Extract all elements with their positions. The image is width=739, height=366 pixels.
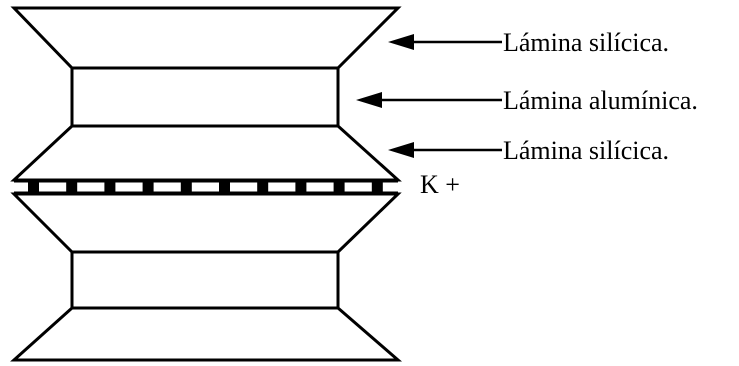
potassium-ion — [371, 181, 383, 193]
arrow-alumina — [356, 92, 502, 108]
label-bottom-silica: Lámina silícica. — [503, 136, 669, 165]
potassium-ion — [142, 181, 154, 193]
upper-lower-silica-sheet — [10, 124, 402, 182]
potassium-ion — [66, 181, 78, 193]
lower-layer-unit — [10, 192, 403, 362]
potassium-interlayer — [14, 179, 398, 195]
potassium-ion — [257, 181, 269, 193]
upper-silica-sheet — [10, 6, 402, 70]
potassium-ion — [104, 181, 116, 193]
arrow-bottom-silica — [388, 142, 502, 158]
upper-layer-unit — [10, 6, 402, 182]
lower-silica-sheet — [10, 306, 403, 362]
potassium-ion-row — [28, 181, 383, 193]
label-alumina: Lámina alumínica. — [503, 86, 698, 115]
label-potassium: K + — [420, 170, 460, 199]
potassium-ion — [180, 181, 192, 193]
upper-alumina-sheet — [70, 66, 340, 128]
potassium-ion — [28, 181, 39, 193]
potassium-ion — [333, 181, 345, 193]
potassium-ion — [295, 181, 307, 193]
arrow-top-silica — [388, 34, 502, 50]
lower-alumina-sheet — [70, 250, 340, 310]
lower-upper-silica-sheet — [10, 192, 402, 254]
label-top-silica: Lámina silícica. — [503, 28, 669, 57]
potassium-ion — [219, 181, 230, 193]
